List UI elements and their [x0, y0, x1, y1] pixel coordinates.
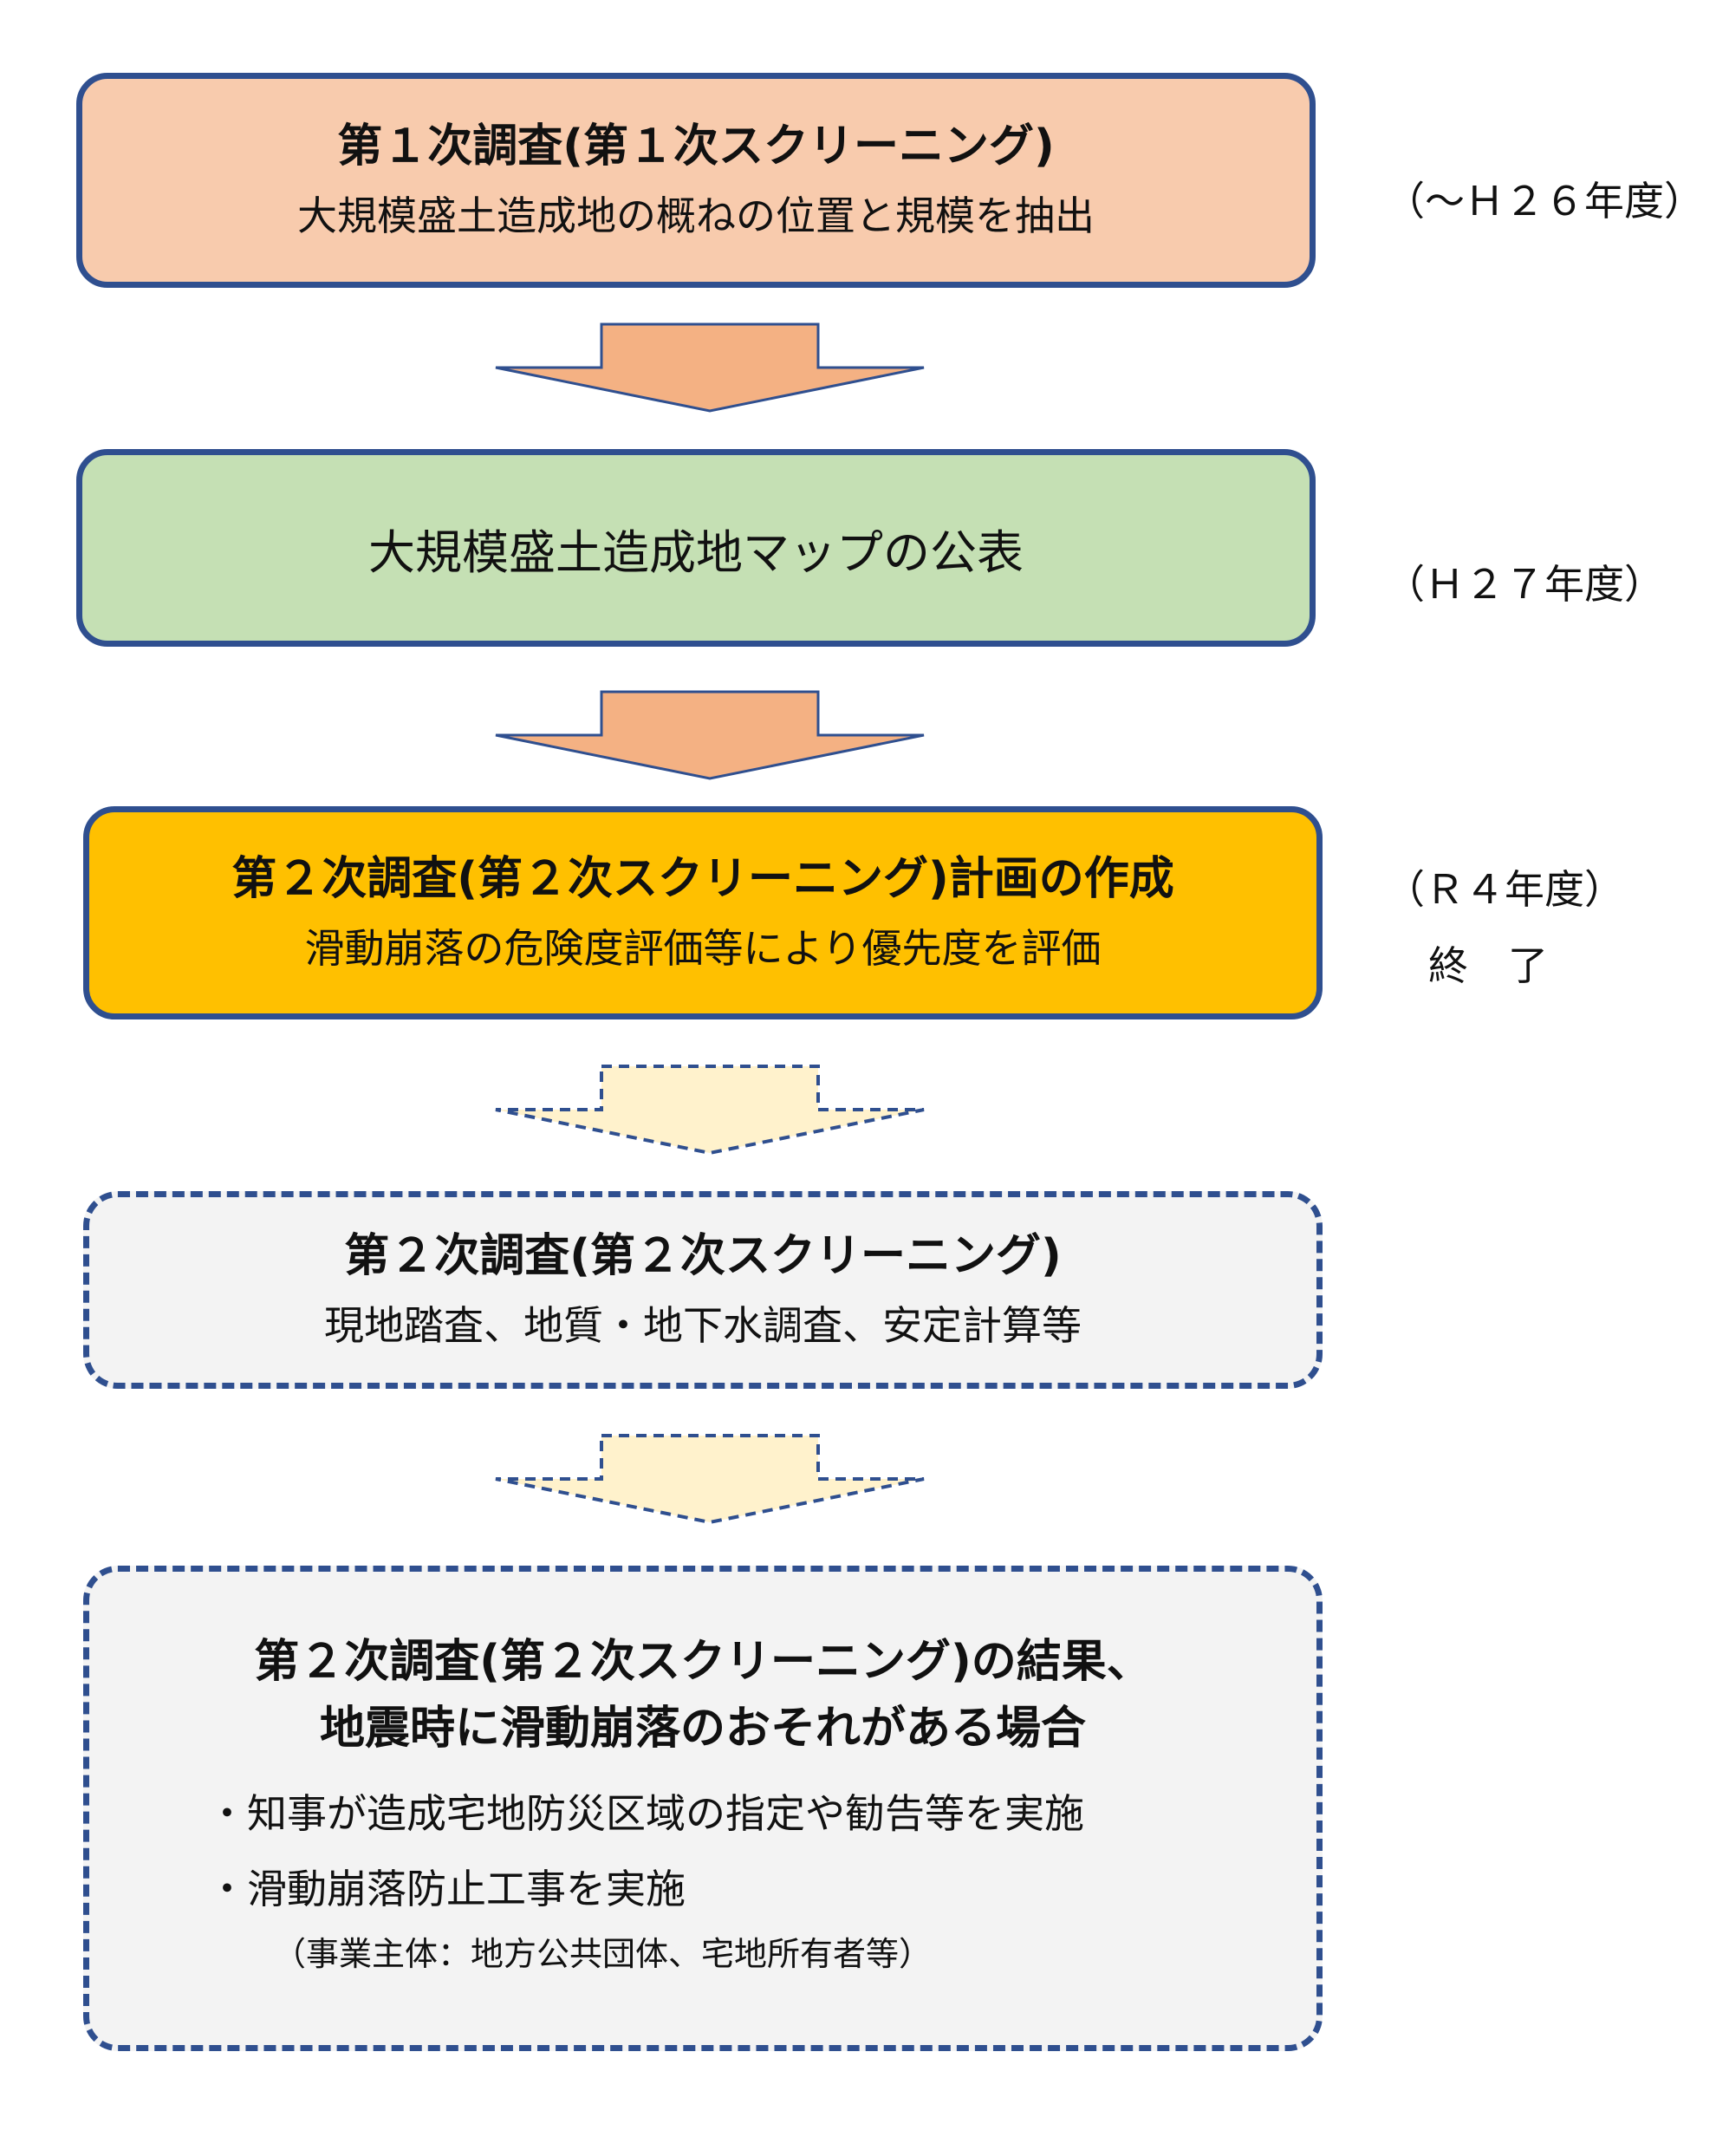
step5-bullet-2: ・滑動崩落防止工事を実施	[207, 1866, 686, 1913]
step3-title: 第２次調査(第２次スクリーニング)計画の作成	[231, 852, 1174, 905]
step4-subtitle: 現地踏査、地質・地下水調査、安定計算等	[324, 1301, 1082, 1349]
step5-note: （事業主体：地方公共団体、宅地所有者等）	[273, 1934, 933, 1973]
step5-box: 第２次調査(第２次スクリーニング)の結果、 地震時に滑動崩落のおそれがある場合 …	[83, 1566, 1323, 2051]
step1-period: （～Ｈ２６年度）	[1385, 178, 1704, 225]
arrow-4-pending	[495, 1434, 925, 1525]
step2-period: （Ｈ２７年度）	[1385, 561, 1664, 608]
arrow-3-pending	[495, 1065, 925, 1156]
step3-subtitle: 滑動崩落の危険度評価等により優先度を評価	[304, 924, 1102, 972]
step5-bullet-1: ・知事が造成宅地防災区域の指定や勧告等を実施	[207, 1790, 1084, 1837]
arrow-2	[495, 690, 925, 780]
step4-box: 第２次調査(第２次スクリーニング) 現地踏査、地質・地下水調査、安定計算等	[83, 1191, 1323, 1389]
step2-title: 大規模盛土造成地マップの公表	[368, 524, 1024, 580]
step4-title: 第２次調査(第２次スクリーニング)	[344, 1229, 1062, 1282]
step1-box: 第１次調査(第１次スクリーニング) 大規模盛土造成地の概ねの位置と規模を抽出	[76, 73, 1316, 288]
arrow-1	[495, 322, 925, 413]
step5-title-line1: 第２次調査(第２次スクリーニング)の結果、	[254, 1636, 1152, 1688]
step3-period: （Ｒ４年度）	[1385, 866, 1624, 913]
step1-subtitle: 大規模盛土造成地の概ねの位置と規模を抽出	[297, 192, 1095, 239]
step5-title-line2: 地震時に滑動崩落のおそれがある場合	[319, 1703, 1086, 1755]
step2-box: 大規模盛土造成地マップの公表	[76, 449, 1316, 647]
step5-bullets: ・知事が造成宅地防災区域の指定や勧告等を実施 ・滑動崩落防止工事を実施 （事業主…	[207, 1776, 1084, 1981]
step3-box: 第２次調査(第２次スクリーニング)計画の作成 滑動崩落の危険度評価等により優先度…	[83, 806, 1323, 1019]
step3-status: 終 了	[1428, 942, 1548, 989]
step1-title: 第１次調査(第１次スクリーニング)	[337, 120, 1055, 173]
